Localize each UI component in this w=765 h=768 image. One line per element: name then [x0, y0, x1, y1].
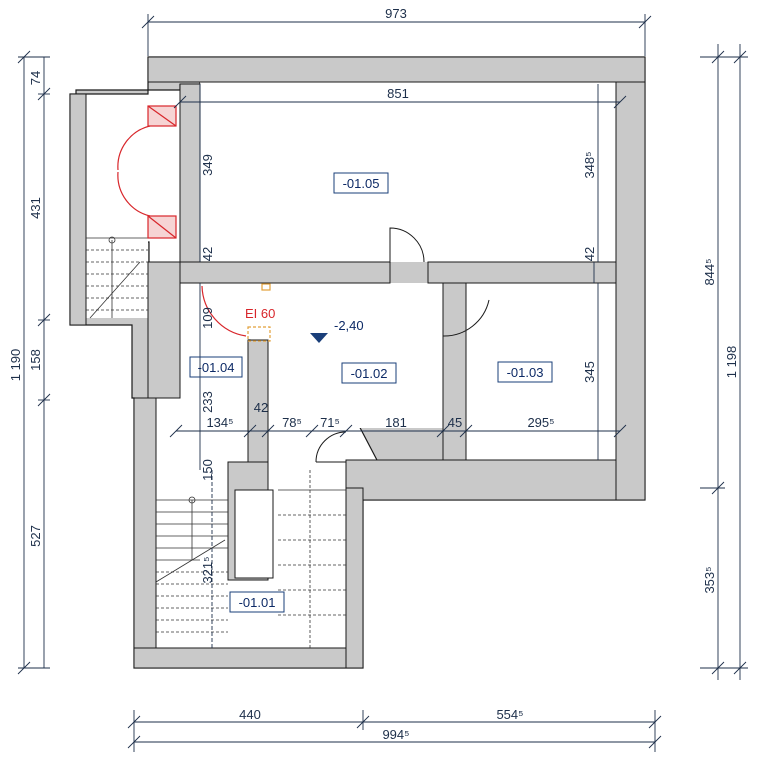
room-0102-label: -01.02 [351, 366, 388, 381]
dim-785: 78⁵ [282, 415, 302, 430]
room-0101-label: -01.01 [239, 595, 276, 610]
dim-room05-h-left: 349 [200, 154, 215, 176]
dim-left-431: 431 [28, 197, 43, 219]
stairs-upper [86, 236, 148, 319]
dim-715: 71⁵ [320, 415, 340, 430]
dim-233: 233 [200, 391, 215, 413]
dim-top-total: 973 [385, 6, 407, 21]
wall-0105-south-right [427, 261, 621, 284]
dim-left-total: 1 190 [8, 349, 23, 382]
room-0105-box [333, 172, 389, 194]
room-0103-box [497, 361, 553, 383]
dim-2955: 295⁵ [527, 415, 554, 430]
room-0102-floor [268, 283, 443, 428]
stair-well [234, 489, 274, 579]
room-0103-floor [466, 283, 616, 460]
stair-top-floor [86, 106, 148, 318]
room-0104-label: -01.04 [198, 360, 235, 375]
dim-h-42: 42 [254, 400, 268, 415]
dim-room03-h: 345 [582, 361, 597, 383]
room-0103-label: -01.03 [507, 365, 544, 380]
wall-0105-south-left [179, 261, 391, 284]
dim-bottom-total: 994⁵ [382, 727, 409, 742]
dim-right-8445: 844⁵ [702, 258, 717, 285]
room-0105-floor [200, 82, 620, 262]
wall-west-lower [133, 397, 157, 669]
dim-left-158: 158 [28, 349, 43, 371]
room-0101-box [229, 591, 285, 613]
wall-0101-east [345, 487, 364, 669]
wall-east [615, 79, 646, 501]
dim-right-3535: 353⁵ [702, 566, 717, 593]
dim-bottom-5545: 554⁵ [496, 707, 523, 722]
level-marker-icon [310, 333, 328, 343]
dim-left-527: 527 [28, 525, 43, 547]
level-label: -2,40 [334, 318, 364, 333]
dim-181: 181 [385, 415, 407, 430]
fire-doors [117, 105, 271, 342]
wall-south-mid [345, 459, 617, 501]
dim-left-74: 74 [28, 71, 43, 85]
room-0104-box [189, 356, 243, 378]
dim-1345: 134⁵ [206, 415, 233, 430]
room-0102-box [341, 362, 397, 384]
dim-room05-h-right: 348⁵ [582, 151, 597, 178]
hall-floor [268, 428, 346, 462]
wall-0105-west [179, 83, 201, 263]
wall-south [133, 647, 364, 669]
dim-150: 150 [200, 459, 215, 481]
dim-bottom-440: 440 [239, 707, 261, 722]
dim-109: 109 [200, 307, 215, 329]
dim-inner-top: 851 [387, 86, 409, 101]
wall-west-upper [69, 93, 87, 326]
dim-45: 45 [448, 415, 462, 430]
dim-wall-42-right: 42 [582, 247, 597, 261]
wall-0103-west [442, 282, 467, 461]
room-0105-label: -01.05 [343, 176, 380, 191]
dim-right-1198: 1 198 [724, 346, 739, 379]
wall-west-mid [147, 261, 181, 399]
dimension-lines [17, 14, 748, 752]
fire-rating-label: EI 60 [245, 306, 275, 321]
wall-north [147, 56, 646, 83]
dim-3215: 321⁵ [200, 556, 215, 583]
dim-wall-42-left: 42 [200, 247, 215, 261]
doors [315, 227, 490, 463]
stairs-lower [155, 470, 346, 648]
